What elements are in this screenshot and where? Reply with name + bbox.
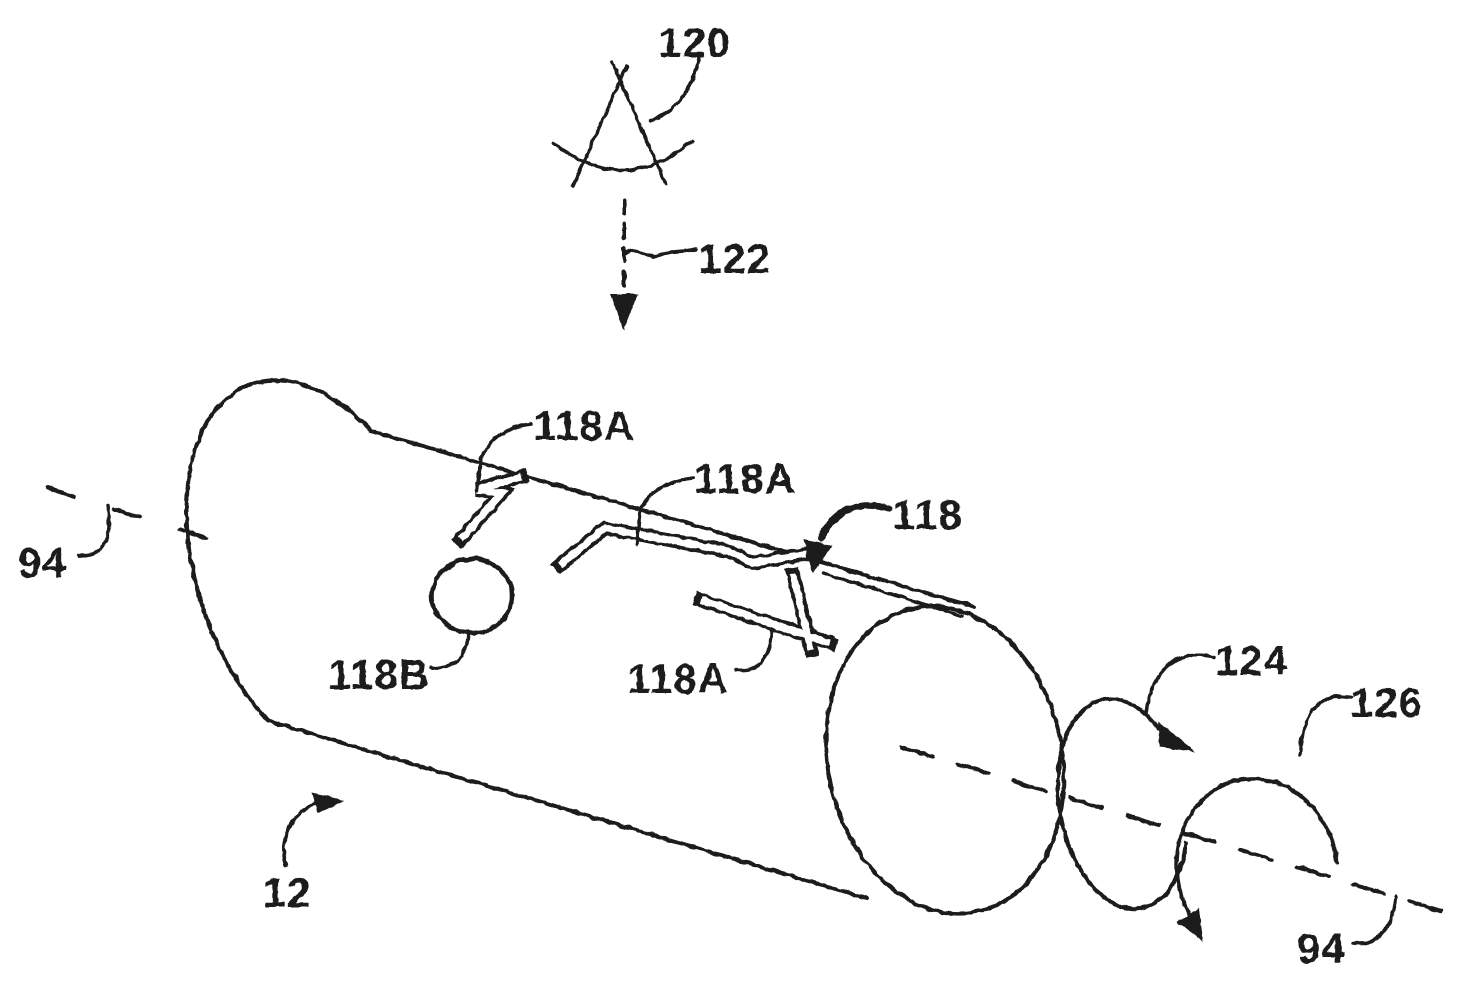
cylinder-bottom-edge (266, 719, 868, 900)
rotation-axis-left (46, 486, 239, 550)
rotation-arrow-near (1055, 696, 1196, 911)
label-126: 126 (1350, 679, 1423, 726)
leader-118A-third (734, 630, 774, 673)
leader-120 (648, 56, 701, 123)
label-118A-first: 118A (533, 402, 635, 449)
slot-antenna-third (692, 565, 839, 659)
cylinder-body (184, 378, 1066, 916)
rotation-far-arc (1174, 776, 1339, 918)
label-118: 118 (892, 491, 963, 538)
leader-94-left (76, 504, 111, 558)
beam-direction-arrow (610, 198, 638, 330)
cylinder-left-face (184, 378, 373, 723)
label-118A-second: 118A (694, 455, 796, 502)
label-94-left: 94 (18, 539, 67, 586)
round-slot-118B (429, 556, 515, 636)
cylinder-taper-line (821, 571, 964, 618)
cylinder-right-face (824, 604, 1066, 916)
rotation-near-arrow-head (1158, 722, 1196, 752)
leader-122-squiggle (624, 247, 698, 258)
leader-118B (429, 630, 471, 670)
label-118A-third: 118A (627, 655, 729, 702)
leader-12-arrow-tail (282, 801, 317, 868)
label-12: 12 (263, 869, 312, 916)
rotation-axis-right (899, 745, 1460, 918)
antenna-group-arrow (804, 501, 893, 573)
leader-94-right (1351, 895, 1398, 946)
label-118B: 118B (328, 651, 430, 698)
rotation-near-arc (1055, 696, 1188, 911)
label-94-right: 94 (1297, 925, 1346, 972)
slot-antenna-first (451, 468, 530, 549)
leader-118A-first (475, 422, 533, 492)
rotation-arrow-far (1174, 776, 1339, 941)
label-124: 124 (1215, 637, 1288, 684)
leader-118-arrow-tail (817, 501, 893, 543)
label-122: 122 (698, 235, 771, 282)
leader-126 (1298, 695, 1353, 757)
rotation-far-arrow-head (1177, 908, 1203, 941)
beam-symbol-arc (551, 139, 694, 172)
leader-12-arrow-head (312, 793, 344, 814)
leader-118-arrow-head (804, 540, 832, 573)
beam-angle-symbol (551, 60, 694, 188)
beam-arrow-head (610, 294, 638, 330)
leader-124 (1144, 653, 1216, 715)
cylinder-top-edge (369, 429, 977, 609)
leader-118A-second (635, 476, 695, 546)
beam-symbol-left-leg (571, 64, 629, 188)
label-120: 120 (658, 19, 731, 66)
beam-symbol-right-leg (610, 60, 668, 186)
slot-antenna-second (550, 520, 815, 575)
